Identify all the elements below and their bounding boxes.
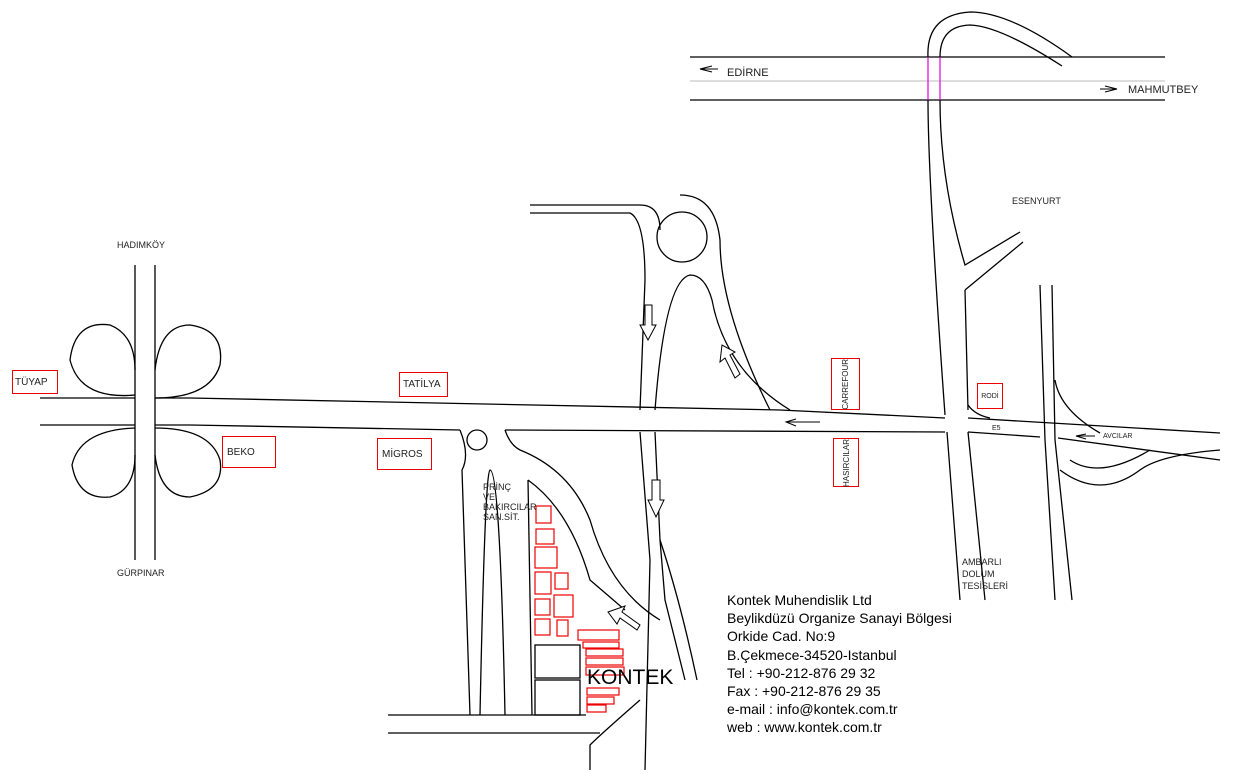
kontek-location-label: KONTEK	[587, 666, 674, 689]
arrow-west-icon	[699, 65, 718, 73]
landmark-label: BEKO	[227, 446, 255, 458]
website: web : www.kontek.com.tr	[727, 719, 882, 736]
label-mahmutbey: MAHMUTBEY	[1128, 84, 1199, 96]
label-line: BAKIRCILAR	[483, 502, 537, 512]
landmark-label: HASIRCILAR	[841, 438, 851, 487]
label-hadimkoy: HADIMKÖY	[117, 240, 166, 250]
landmark-tuyap: TÜYAP	[12, 370, 58, 394]
e5-road	[40, 397, 1221, 716]
arrow-northwest-icon	[719, 344, 741, 379]
landmark-label: MİGROS	[382, 448, 423, 460]
label-line: AMBARLI	[962, 557, 1002, 567]
label-line: TESİSLERİ	[962, 581, 1009, 591]
central-interchange	[388, 194, 791, 771]
landmark-label: RODİ	[981, 392, 999, 400]
label-princ-bakircilar: PRİNÇ VE BAKIRCILAR SAN.SİT.	[483, 482, 537, 522]
label-gurpinar: GÜRPINAR	[117, 568, 165, 578]
address-line: B.Çekmece-34520-Istanbul	[727, 646, 897, 663]
landmark-label: TATİLYA	[403, 379, 441, 390]
label-line: DOLUM	[962, 569, 995, 579]
arrow-northwest-icon	[607, 605, 641, 631]
cloverleaf-interchange	[69, 265, 222, 560]
company-address: Kontek Muhendislik Ltd Beylikdüzü Organi…	[727, 591, 952, 737]
fax: Fax : +90-212-876 29 35	[727, 683, 881, 700]
landmark-beko: BEKO	[222, 436, 276, 468]
tem-highway	[690, 11, 1165, 101]
label-ambarli: AMBARLI DOLUM TESİSLERİ	[962, 556, 1008, 592]
address-line: Beylikdüzü Organize Sanayi Bölgesi	[727, 610, 952, 627]
label-edirne: EDİRNE	[727, 67, 769, 79]
label-esenyurt: ESENYURT	[1012, 196, 1061, 206]
arrow-south-icon	[639, 304, 657, 342]
label-line: VE	[483, 492, 496, 502]
industrial-site-buildings	[534, 505, 625, 713]
landmark-hasircilar: HASIRCILAR	[833, 438, 859, 487]
ns-road	[927, 99, 1221, 601]
landmark-tatilya: TATİLYA	[399, 372, 448, 397]
label-line: SAN.SİT.	[483, 512, 520, 522]
address-line: Orkide Cad. No:9	[727, 628, 836, 645]
landmark-label: TÜYAP	[15, 376, 48, 388]
arrow-west-icon	[784, 418, 820, 427]
landmark-label: CARREFOUR	[841, 358, 850, 410]
arrow-east-icon	[1100, 85, 1118, 93]
label-avcilar: AVCILAR	[1103, 433, 1133, 440]
landmark-carrefour: CARREFOUR	[831, 358, 860, 410]
arrow-south-icon	[647, 479, 665, 519]
email: e-mail : info@kontek.com.tr	[727, 701, 898, 718]
label-e5: E5	[992, 425, 1001, 432]
label-line: PRİNÇ	[483, 482, 512, 492]
phone: Tel : +90-212-876 29 32	[727, 664, 876, 681]
company-name: Kontek Muhendislik Ltd	[727, 592, 872, 608]
arrow-west-icon	[1075, 433, 1095, 440]
landmark-rodi: RODİ	[977, 383, 1003, 409]
landmark-migros: MİGROS	[377, 438, 432, 470]
